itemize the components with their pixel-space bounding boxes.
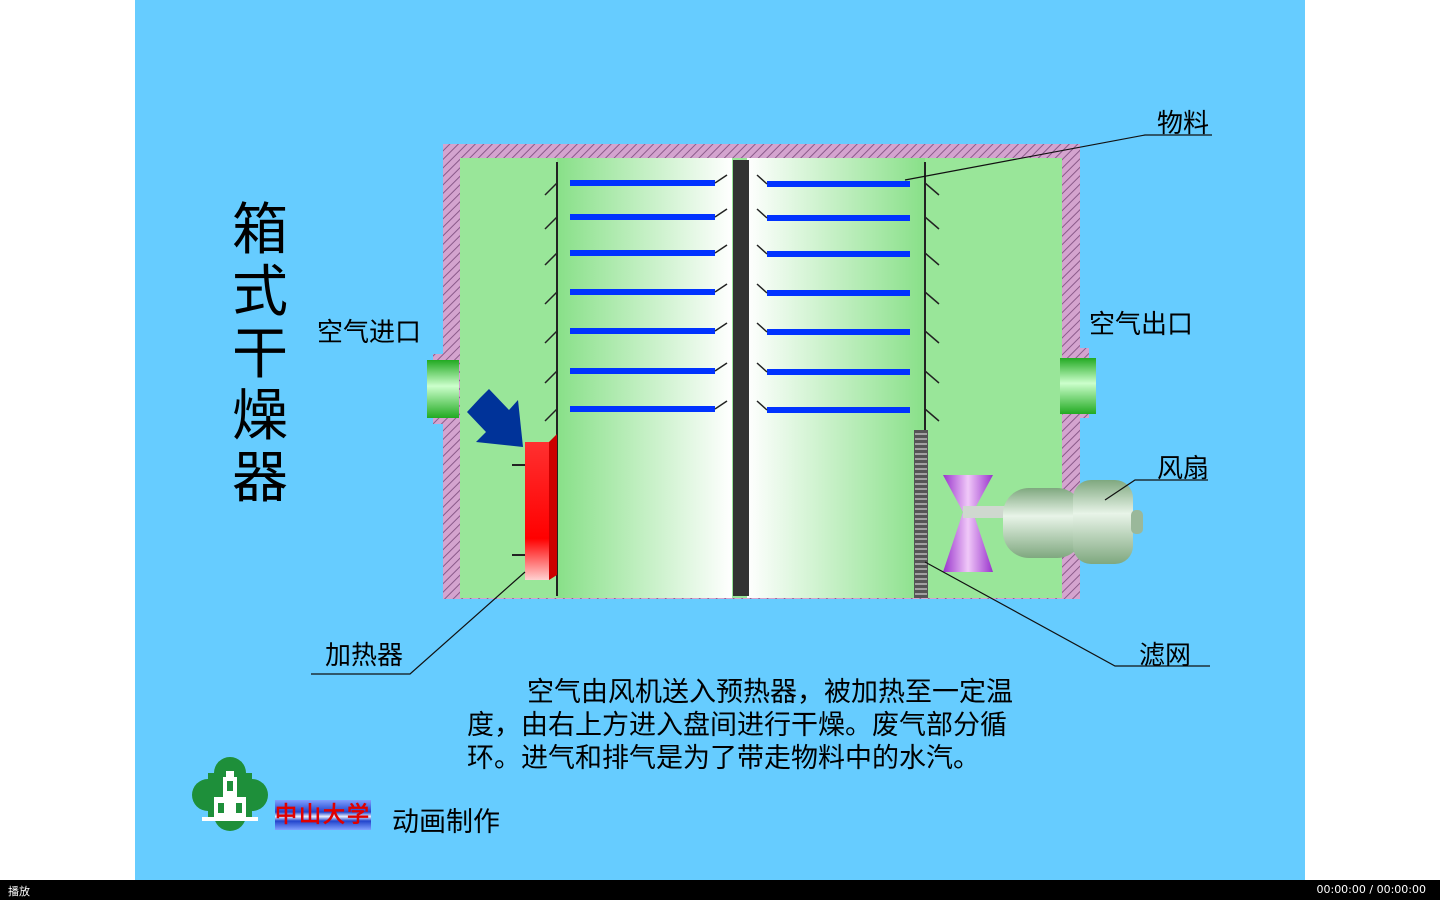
- player-bar: 播放 00:00:00 / 00:00:00: [0, 880, 1440, 900]
- title-char: 器: [232, 446, 288, 511]
- label-filter: 滤网: [1139, 641, 1192, 671]
- description-line: 环。进气和排气是为了带走物料中的水汽。: [467, 743, 980, 774]
- description-text: 空气由风机送入预热器，被加热至一定温 度，由右上方进入盘间进行干燥。废气部分循 …: [467, 676, 1067, 775]
- slide-canvas: 箱 式 干 燥 器 物料 空气进口 空气出口 风扇 加热器 滤网 空气由风机送入…: [135, 0, 1305, 880]
- center-divider: [733, 160, 749, 596]
- dryer-diagram: [311, 134, 1212, 675]
- title-char: 燥: [232, 384, 288, 449]
- description-line: 空气由风机送入预热器，被加热至一定温: [527, 677, 1013, 708]
- air-inlet-pipe: [427, 354, 459, 424]
- credit-text: 动画制作: [392, 807, 500, 838]
- title-char: 干: [232, 322, 288, 387]
- university-name: 中山大学: [275, 800, 372, 830]
- label-heater: 加热器: [325, 641, 404, 671]
- university-logo-icon: [192, 757, 268, 831]
- time-display: 00:00:00 / 00:00:00: [1316, 883, 1426, 896]
- material-trays: [544, 173, 940, 422]
- label-air-outlet: 空气出口: [1089, 310, 1194, 340]
- title-char: 式: [232, 260, 288, 325]
- heater: [512, 434, 557, 580]
- air-outlet-pipe: [1060, 348, 1096, 418]
- label-air-inlet: 空气进口: [317, 318, 422, 348]
- play-button[interactable]: 播放: [8, 885, 30, 898]
- fan: [943, 475, 1143, 572]
- filter-screen: [914, 430, 928, 598]
- airflow-arrow-icon: [467, 389, 523, 447]
- title-char: 箱: [232, 198, 288, 263]
- diagram-title: 箱 式 干 燥 器: [230, 200, 290, 510]
- description-line: 度，由右上方进入盘间进行干燥。废气部分循: [467, 710, 1007, 741]
- label-material: 物料: [1157, 109, 1210, 139]
- leader-lines: [311, 134, 1212, 675]
- label-fan: 风扇: [1157, 454, 1210, 484]
